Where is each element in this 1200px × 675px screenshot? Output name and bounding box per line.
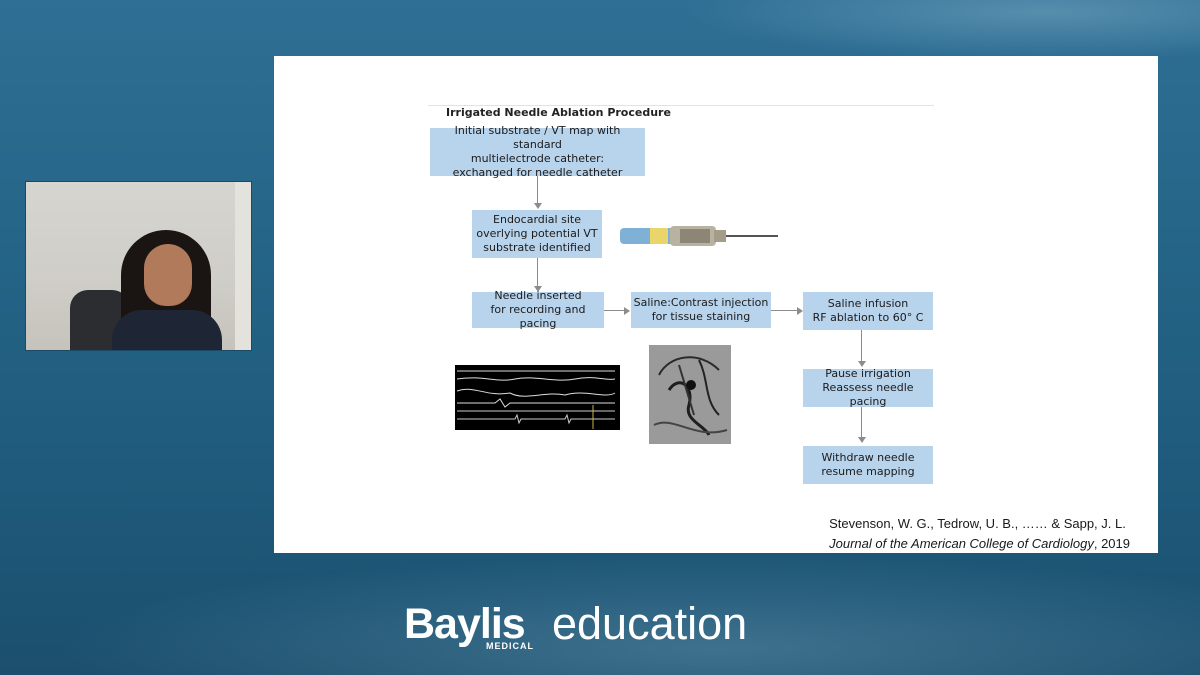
flow-box-needle-inserted: Needle inserted for recording and pacing bbox=[472, 289, 604, 330]
brand-education: education bbox=[552, 598, 748, 649]
flow-box-line: Endocardial site bbox=[493, 213, 581, 226]
arrow-down bbox=[534, 286, 542, 292]
background-photo-bottom bbox=[0, 545, 1200, 675]
flow-box-line: for tissue staining bbox=[651, 310, 751, 323]
needle-catheter-photo bbox=[620, 226, 778, 246]
fluoroscopy-xray-image bbox=[649, 345, 731, 444]
connector-line bbox=[861, 330, 862, 362]
brand-baylis: Baylis bbox=[404, 600, 526, 648]
citation: Stevenson, W. G., Tedrow, U. B., …… & Sa… bbox=[829, 514, 1130, 554]
flow-box-line: Initial substrate / VT map with standard bbox=[454, 124, 621, 151]
flow-box-line: RF ablation to 60° C bbox=[812, 311, 924, 324]
arrow-down bbox=[858, 437, 866, 443]
citation-year: , 2019 bbox=[1093, 536, 1130, 551]
flow-box-line: resume mapping bbox=[821, 465, 915, 478]
baylis-education-logo: Baylis MEDICAL education bbox=[404, 598, 784, 660]
slide-title: Irrigated Needle Ablation Procedure bbox=[446, 106, 671, 119]
arrow-right bbox=[797, 307, 803, 315]
flow-box-withdraw-needle: Withdraw needle resume mapping bbox=[803, 446, 933, 484]
title-rule bbox=[428, 105, 934, 106]
presentation-slide: Irrigated Needle Ablation Procedure Init… bbox=[274, 56, 1158, 553]
flow-box-line: overlying potential VT bbox=[476, 227, 598, 240]
connector-line bbox=[537, 176, 538, 204]
brand-medical: MEDICAL bbox=[486, 641, 534, 651]
connector-line bbox=[771, 310, 797, 311]
flow-box-line: substrate identified bbox=[483, 241, 591, 254]
arrow-down bbox=[534, 203, 542, 209]
connector-line bbox=[537, 258, 538, 287]
webcam-door bbox=[235, 182, 251, 350]
flow-box-line: Saline:Contrast injection bbox=[633, 296, 769, 309]
flow-box-saline-infusion: Saline infusion RF ablation to 60° C bbox=[803, 292, 933, 330]
flow-box-endocardial-site: Endocardial site overlying potential VT … bbox=[472, 210, 602, 258]
connector-line bbox=[861, 407, 862, 438]
arrow-down bbox=[858, 361, 866, 367]
flow-box-line: Withdraw needle bbox=[821, 451, 915, 464]
flow-box-line: Saline infusion bbox=[827, 297, 909, 310]
webcam-presenter-body bbox=[112, 310, 222, 350]
webcam-presenter-face bbox=[144, 244, 192, 306]
flow-box-line: multielectrode catheter: bbox=[470, 152, 605, 165]
flow-box-line: Pause irrigation bbox=[825, 367, 911, 380]
background-photo-top bbox=[680, 0, 1200, 60]
citation-journal: Journal of the American College of Cardi… bbox=[829, 536, 1094, 551]
flow-box-pause-irrigation: Pause irrigation Reassess needle pacing bbox=[803, 367, 933, 408]
arrow-right bbox=[624, 307, 630, 315]
flow-box-line: for recording and pacing bbox=[490, 303, 586, 330]
connector-line bbox=[604, 310, 624, 311]
flow-box-saline-contrast: Saline:Contrast injection for tissue sta… bbox=[631, 292, 771, 328]
citation-authors: Stevenson, W. G., Tedrow, U. B., …… & Sa… bbox=[829, 516, 1126, 531]
flow-box-line: Reassess needle pacing bbox=[822, 381, 914, 408]
flow-box-line: Needle inserted bbox=[494, 289, 582, 302]
presenter-webcam-video bbox=[25, 181, 252, 351]
ecg-tracing-image bbox=[455, 365, 620, 430]
flow-box-initial-map: Initial substrate / VT map with standard… bbox=[430, 124, 645, 179]
flow-box-line: exchanged for needle catheter bbox=[452, 166, 623, 179]
